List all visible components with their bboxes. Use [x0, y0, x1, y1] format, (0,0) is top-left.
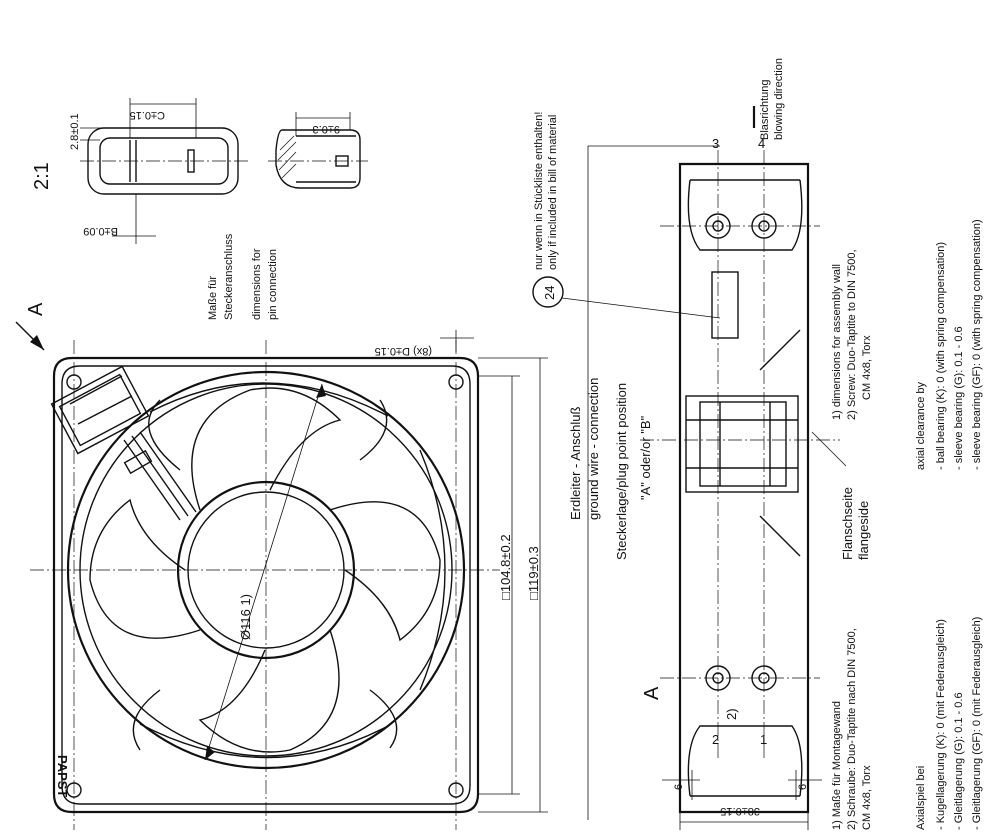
svg-text:- sleeve bearing (G): 0.1 - 0.: - sleeve bearing (G): 0.1 - 0.6	[953, 326, 965, 470]
svg-text:- sleeve bearing (GF): 0 (with: - sleeve bearing (GF): 0 (with spring co…	[971, 219, 983, 470]
balloon-24: 24 nur wenn in Stückliste enthalten! onl…	[532, 112, 721, 319]
svg-text:Axialspiel bei: Axialspiel bei	[915, 766, 927, 830]
blow-en: blowing direction	[773, 58, 785, 140]
pin-note-en-1: dimensions for	[251, 248, 263, 320]
fan-blade	[198, 629, 340, 753]
fan-side-view: Blasrichtung blowing direction 3 4 2 1 2…	[640, 58, 840, 830]
axial-clearance-en: axial clearance by - ball bearing (K): 0…	[915, 219, 983, 470]
pin-note-de-1: Maße für	[207, 276, 219, 320]
svg-text:2) Schraube: Duo-Taptite nach: 2) Schraube: Duo-Taptite nach DIN 7500,	[846, 628, 858, 830]
svg-text:CM 4x8, Torx: CM 4x8, Torx	[861, 335, 873, 400]
bill-note-en: only if included in bill of material	[547, 115, 559, 270]
scale-label: 2:1	[31, 162, 53, 190]
six-left: 6	[673, 784, 685, 790]
svg-text:24: 24	[542, 286, 557, 300]
connector	[50, 365, 197, 521]
svg-text:A: A	[25, 302, 47, 316]
blow-de: Blasrichtung	[759, 79, 771, 140]
bill-note-de: nur wenn in Stückliste enthalten!	[533, 112, 545, 270]
callout-2: 2	[712, 732, 719, 747]
square-104-8: □104.8±0.2	[498, 534, 513, 600]
view-arrow-a: A	[15, 302, 47, 351]
footnotes-de: 1) Maße für Montagewand 2) Schraube: Duo…	[831, 628, 873, 830]
fan-blade	[89, 498, 201, 639]
svg-text:axial clearance by: axial clearance by	[915, 381, 927, 470]
svg-text:- ball bearing (K): 0 (with sp: - ball bearing (K): 0 (with spring compe…	[935, 242, 947, 470]
svg-text:Flanschseite: Flanschseite	[840, 487, 855, 560]
pin-b-dim: B±0.09	[83, 225, 118, 237]
plug-position: Steckerlage/plug point position	[614, 383, 629, 560]
svg-text:- Kugellagerung (K): 0 (mit Fe: - Kugellagerung (K): 0 (mit Federausglei…	[935, 619, 947, 830]
side-outline	[678, 162, 810, 814]
footnotes-en: 1) dimensions for assembly wall 2) Screw…	[831, 249, 873, 420]
pin-inner	[99, 137, 229, 185]
view-label-a-side: A	[641, 686, 663, 700]
depth-38: 38±0.15	[720, 805, 760, 817]
ground-wire-notes: Erdleiter - Anschluß ground wire - conne…	[568, 145, 720, 820]
svg-text:flangeside: flangeside	[856, 501, 871, 560]
svg-text:1) dimensions for assembly wal: 1) dimensions for assembly wall	[831, 264, 843, 420]
fan-front-view: Ø116 1) PAPST (8x) D±0.15 □104.8±0.2 □11…	[30, 330, 548, 830]
callout-4: 4	[758, 136, 765, 151]
callout-3: 3	[712, 136, 719, 151]
square-119: □119±0.3	[526, 546, 541, 600]
brand-logo: PAPST	[55, 755, 70, 797]
six-right: 6	[797, 784, 809, 790]
flange-side-label: Flanschseite flangeside	[811, 431, 871, 560]
diameter-116: Ø116 1)	[238, 594, 253, 640]
pin-len-dim: C±0.15	[130, 109, 165, 121]
hole-diameter-dim: (8x) D±0.15	[375, 345, 432, 357]
axial-clearance-de: Axialspiel bei - Kugellagerung (K): 0 (m…	[915, 617, 983, 830]
ground-en: ground wire - connection	[586, 378, 601, 520]
fan-blade	[329, 501, 441, 642]
pin-side-dim: 9±0.3	[313, 123, 340, 135]
pin-note-en-2: pin connection	[267, 249, 279, 320]
motor-block	[685, 395, 799, 493]
svg-text:1) Maße für Montagewand: 1) Maße für Montagewand	[831, 701, 843, 830]
svg-text:- Gleitlagerung (G): 0.1 - 0.6: - Gleitlagerung (G): 0.1 - 0.6	[953, 692, 965, 830]
plug-a-or-b: "A" oder/or "B"	[638, 415, 653, 500]
svg-text:- Gleitlagerung (GF): 0 (mit F: - Gleitlagerung (GF): 0 (mit Federausgle…	[971, 617, 983, 830]
pin-connection-detail: 2:1 C±0.15 2.8±0.1 B±0.09 9±0.3 Maße f	[31, 98, 368, 320]
pin-width-dim: 2.8±0.1	[69, 113, 81, 150]
housing-outline	[52, 356, 480, 814]
svg-text:CM 4x8, Torx: CM 4x8, Torx	[861, 765, 873, 830]
callout-1: 1	[760, 732, 767, 747]
ground-slot	[711, 271, 739, 339]
ground-de: Erdleiter - Anschluß	[568, 407, 583, 520]
svg-text:2) Screw: Duo-Taptite to DIN 7: 2) Screw: Duo-Taptite to DIN 7500,	[846, 249, 858, 420]
callout-2-note: 2)	[724, 708, 739, 720]
pin-note-de-2: Steckeranschluss	[223, 233, 235, 320]
pin-side-outline	[275, 129, 361, 189]
